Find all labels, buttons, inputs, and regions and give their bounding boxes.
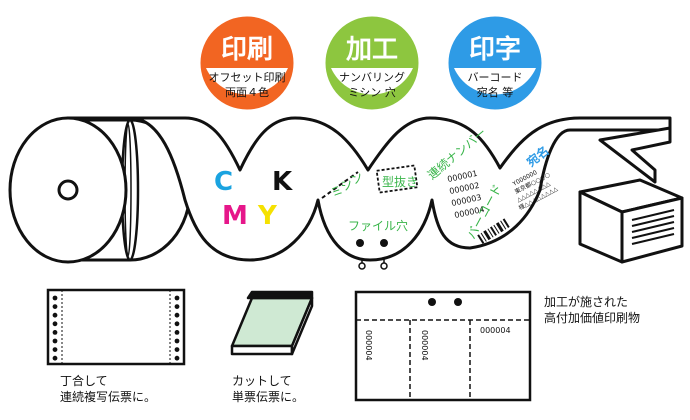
tractor-hole [52,321,58,327]
sample-number-2: 000004 [420,330,429,361]
badge-processing-line1: ナンバリング [339,70,405,84]
badge-printing-title: 印刷 [221,35,273,65]
tractor-hole [52,347,58,352]
tractor-hole [52,295,58,301]
tractor-hole [174,338,180,344]
sample-number-1: 000004 [364,330,373,361]
badge-labels: オフセット印刷 両面４色 ナンバリング ミシン 穴 バーコード 宛名 等 [200,16,542,110]
tractor-hole [52,355,58,361]
badge-imprinting-line1: バーコード [468,71,523,84]
tractor-hole [52,338,58,344]
output-value-added: 000004 000004 000004 加工が施された 高付加価値印刷物 [354,290,640,402]
barcode-graphic [477,217,512,244]
badge-printing-line1: オフセット印刷 [209,71,286,84]
output-continuous-form: 丁合して 連続複写伝票に。 [46,288,186,404]
badge-printing-line2: 両面４色 [225,85,269,99]
value-added-caption: 加工が施された 高付加価値印刷物 [544,294,640,325]
paper-web [66,116,672,262]
letter-c: C [214,167,233,197]
letter-k: K [272,167,293,197]
file-hole-label: ファイル穴 [348,218,408,233]
tractor-hole [174,295,180,301]
tractor-hole [174,347,180,352]
badge-imprinting-line2: 宛名 等 [477,85,514,99]
tractor-hole [174,312,180,318]
katanuki-label: 型抜き [382,175,418,189]
tractor-hole [174,304,180,309]
sample-number-3: 000004 [480,326,511,335]
tractor-hole [52,312,58,318]
tractor-hole [174,321,180,327]
badge-imprinting-title: 印字 [469,34,521,65]
folded-stack [578,126,684,264]
tractor-hole [174,330,180,335]
single-caption: カットして 単票伝票に。 [232,374,304,404]
letter-m: M [222,201,248,231]
tractor-hole [52,304,58,309]
tractor-hole [52,330,58,335]
tractor-hole [174,355,180,361]
continuous-caption: 丁合して 連続複写伝票に。 [60,373,156,404]
letter-y: Y [257,201,278,231]
output-single-sheets: カットして 単票伝票に。 [230,290,314,404]
badge-processing-line2: ミシン 穴 [348,85,396,99]
badge-processing-title: 加工 [346,35,398,65]
